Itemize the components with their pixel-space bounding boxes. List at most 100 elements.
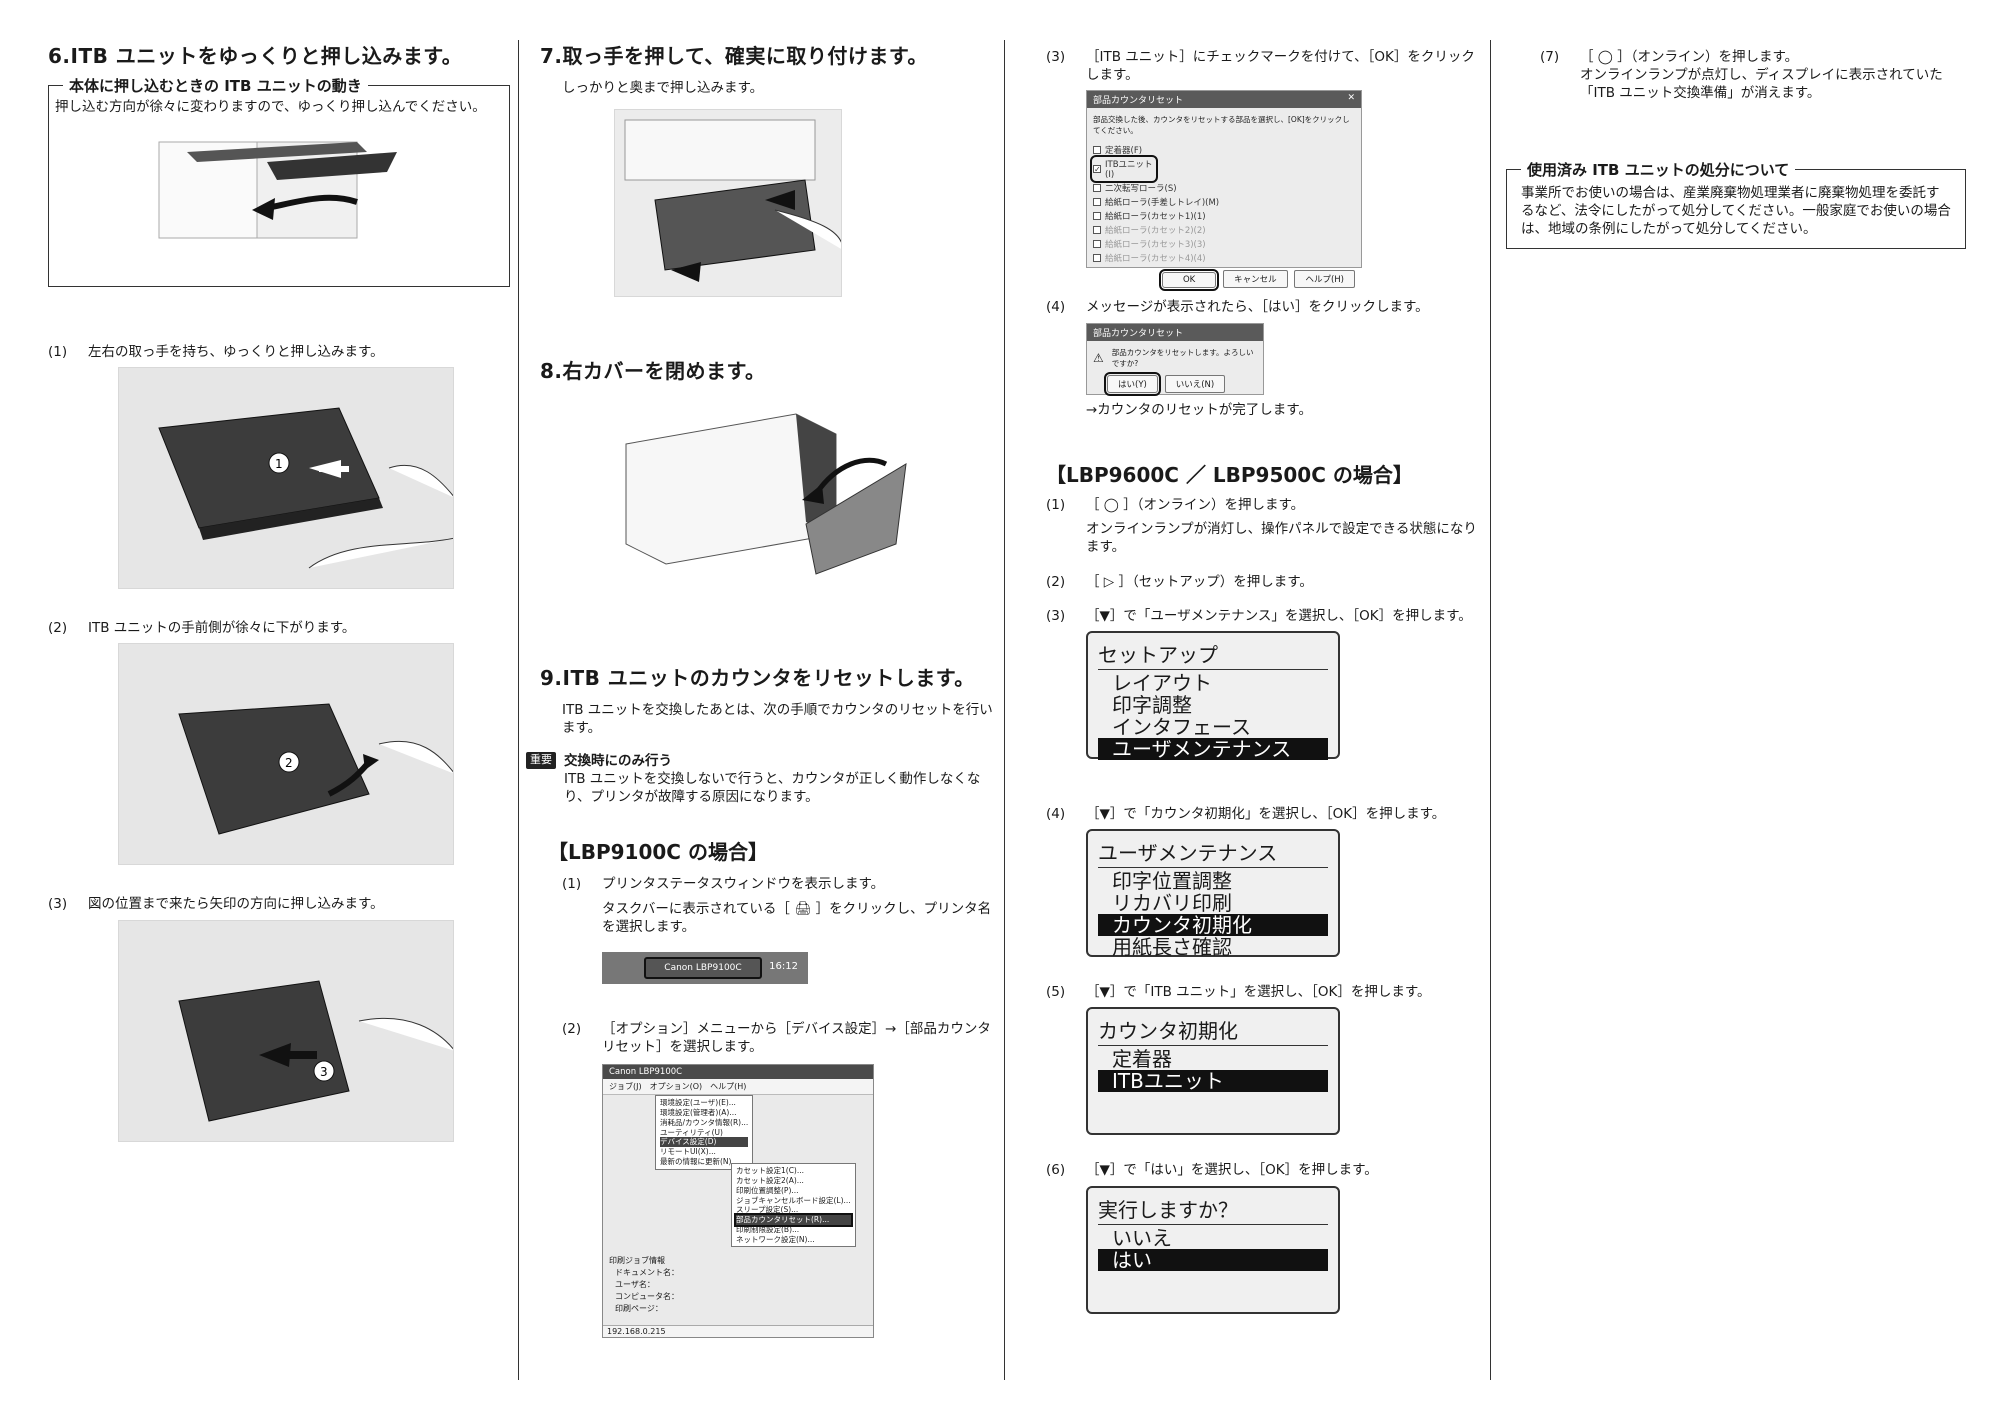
column-3: (3)［ITB ユニット］にチェックマークを付けて、［OK］をクリックします。 …	[1046, 40, 1486, 1380]
step6-2: (2)ITB ユニットの手前側が徐々に下がります。	[48, 620, 356, 637]
checkbox-feed-roller-1[interactable]: 給紙ローラ(カセット1)(1)	[1093, 210, 1355, 222]
disposal-box-title: 使用済み ITB ユニットの処分について	[1521, 158, 1796, 180]
lbp9600-step6: (6)［▼］で「はい」を選択し、［OK］を押します。	[1046, 1162, 1378, 1179]
submenu-item[interactable]: 印刷制限設定(B)...	[736, 1224, 800, 1234]
counter-reset-dialog-text: 部品交換した後、カウンタをリセットする部品を選択し、[OK]をクリックしてくださ…	[1093, 115, 1350, 136]
lbp9600-step1-sub: オンラインランプが消灯し、操作パネルで設定できる状態になります。	[1086, 521, 1477, 556]
lbp9600-heading: 【LBP9600C ／ LBP9500C の場合】	[1046, 462, 1413, 487]
printer-window-statusbar: 192.168.0.215	[603, 1325, 873, 1338]
menu-item[interactable]: 環境設定(管理者)(A)...	[660, 1108, 737, 1118]
lbp9100-heading: 【LBP9100C の場合】	[548, 840, 768, 865]
column-2: 7.取っ手を押して、確実に取り付けます。 しっかりと奥まで押し込みます。 8.右…	[526, 40, 1002, 1380]
lcd-selected-item: カウンタ初期化	[1098, 914, 1328, 937]
checkbox-itb-unit[interactable]: ✓ITBユニット(I)	[1090, 155, 1158, 184]
lbp9100-step1: (1)プリンタステータスウィンドウを表示します。	[562, 876, 885, 893]
help-button[interactable]: ヘルプ(H)	[1294, 270, 1355, 289]
lbp9100-step4-result: →カウンタのリセットが完了します。	[1086, 401, 1312, 418]
step9-heading: 9.ITB ユニットのカウンタをリセットします。	[540, 666, 975, 691]
ok-button[interactable]: OK	[1158, 269, 1220, 292]
close-icon[interactable]: ✕	[1347, 93, 1355, 104]
step6-1: (1)左右の取っ手を持ち、ゆっくりと押し込みます。	[48, 344, 384, 360]
menu-item[interactable]: 消耗品/カウンタ情報(R)...	[660, 1117, 749, 1127]
callout-1: 1	[275, 457, 283, 471]
step7-text: しっかりと奥まで押し込みます。	[562, 80, 764, 96]
checkbox-feed-roller-3: 給紙ローラ(カセット3)(3)	[1093, 238, 1355, 250]
printer-window-title: Canon LBP9100C	[603, 1065, 873, 1080]
submenu-item[interactable]: ジョブキャンセルボード設定(L)...	[736, 1195, 851, 1205]
column-divider-1	[518, 40, 519, 1380]
menu-item-device-settings[interactable]: デバイス設定(D)	[660, 1137, 749, 1148]
lbp9600-step1: (1)［ ◯ ］（オンライン）を押します。	[1046, 496, 1305, 513]
lcd-setup-menu: セットアップ レイアウト 印字調整 インタフェース ユーザメンテナンス	[1086, 630, 1340, 760]
checkbox-feed-roller-manual[interactable]: 給紙ローラ(手差しトレイ)(M)	[1093, 196, 1355, 208]
options-menu[interactable]: 環境設定(ユーザ)(E)... 環境設定(管理者)(A)... 消耗品/カウンタ…	[655, 1095, 754, 1170]
menu-item[interactable]: 環境設定(ユーザ)(E)...	[660, 1098, 736, 1108]
lbp9100-step1-sub: タスクバーに表示されている［ 🖨 ］をクリックし、プリンタ名を選択します。	[602, 900, 992, 935]
taskbar-clock: 16:12	[769, 960, 798, 972]
itb-motion-box-title: 本体に押し込むときの ITB ユニットの動き	[63, 75, 368, 96]
checkbox-feed-roller-2: 給紙ローラ(カセット2)(2)	[1093, 224, 1355, 236]
printer-window-menubar[interactable]: ジョブ(J) オプション(O) ヘルプ(H)	[603, 1079, 873, 1096]
lbp9600-step4: (4)［▼］で「カウンタ初期化」を選択し、［OK］を押します。	[1046, 805, 1446, 822]
cancel-button[interactable]: キャンセル	[1223, 270, 1288, 289]
important-text: ITB ユニットを交換しないで行うと、カウンタが正しく動作しなくなり、プリンタが…	[564, 770, 981, 806]
yes-button[interactable]: はい(Y)	[1104, 371, 1161, 396]
lbp9600-step5: (5)［▼］で「ITB ユニット」を選択し、［OK］を押します。	[1046, 984, 1431, 1001]
step7-illustration	[614, 109, 842, 298]
step6-3-illustration: 3	[118, 919, 454, 1142]
column-divider-2	[1004, 40, 1005, 1380]
step8-illustration	[616, 404, 916, 581]
disposal-box-text: 事業所でお使いの場合は、産業廃棄物処理業者に廃棄物処理を委託するなど、法令にした…	[1521, 184, 1951, 238]
lbp9600-step7-sub: オンラインランプが点灯し、ディスプレイに表示されていた「ITB ユニット交換準備…	[1580, 67, 1943, 102]
lcd-counter-init-menu: カウンタ初期化 定着器 ITBユニット	[1086, 1007, 1340, 1136]
disposal-box: 使用済み ITB ユニットの処分について 事業所でお使いの場合は、産業廃棄物処理…	[1506, 158, 1966, 250]
lcd-selected-item: はい	[1098, 1248, 1328, 1271]
column-1: 6.ITB ユニットをゆっくりと押し込みます。 本体に押し込むときの ITB ユ…	[48, 40, 510, 1380]
important-note: 重要 交換時にのみ行う ITB ユニットを交換しないで行うと、カウンタが正しく動…	[526, 751, 1002, 807]
confirm-dialog-title: 部品カウンタリセット	[1087, 323, 1263, 341]
submenu-item-counter-reset[interactable]: 部品カウンタリセット(R)...	[734, 1213, 853, 1227]
checkbox-fuser[interactable]: 定着器(F)	[1093, 144, 1355, 156]
lbp9100-step2: (2)［オプション］メニューから［デバイス設定］→［部品カウンタリセット］を選択…	[562, 1020, 991, 1056]
itb-motion-box: 本体に押し込むときの ITB ユニットの動き 押し込む方向が徐々に変わりますので…	[48, 75, 510, 287]
printer-status-window: Canon LBP9100C ジョブ(J) オプション(O) ヘルプ(H) 環境…	[602, 1064, 874, 1339]
checkbox-feed-roller-4: 給紙ローラ(カセット4)(4)	[1093, 252, 1355, 264]
submenu-item[interactable]: カセット設定2(A)...	[736, 1176, 804, 1186]
column-divider-3	[1490, 40, 1491, 1380]
checkbox-secondary-roller[interactable]: 二次転写ローラ(S)	[1093, 182, 1355, 194]
callout-3: 3	[320, 1065, 328, 1079]
step6-1-illustration: 1	[118, 367, 454, 590]
confirm-dialog: 部品カウンタリセット ⚠ 部品カウンタをリセットします。よろしいですか? はい(…	[1086, 322, 1264, 396]
counter-reset-dialog: 部品カウンタリセット✕ 部品交換した後、カウンタをリセットする部品を選択し、[O…	[1086, 90, 1362, 292]
lcd-user-maintenance-menu: ユーザメンテナンス 印字位置調整 リカバリ印刷 カウンタ初期化 用紙長さ確認	[1086, 829, 1340, 958]
step6-2-illustration: 2	[118, 643, 454, 866]
step9-text: ITB ユニットを交換したあとは、次の手順でカウンタのリセットを行います。	[562, 702, 993, 737]
menu-item[interactable]: ユーティリティ(U)	[660, 1127, 723, 1137]
submenu-item[interactable]: カセット設定1(C)...	[736, 1166, 805, 1176]
device-settings-submenu[interactable]: カセット設定1(C)... カセット設定2(A)... 印刷位置調整(P)...…	[731, 1163, 856, 1248]
confirm-dialog-text: 部品カウンタをリセットします。よろしいですか?	[1111, 347, 1254, 368]
menu-item[interactable]: 最新の情報に更新(N)	[660, 1156, 732, 1166]
itb-motion-box-text: 押し込む方向が徐々に変わりますので、ゆっくり押し込んでください。	[55, 99, 486, 115]
taskbar-printer-button[interactable]: Canon LBP9100C	[644, 956, 762, 979]
important-badge: 重要	[526, 751, 556, 769]
lcd-selected-item: ユーザメンテナンス	[1098, 737, 1328, 760]
lbp9100-step3: (3)［ITB ユニット］にチェックマークを付けて、［OK］をクリックします。	[1046, 49, 1475, 84]
no-button[interactable]: いいえ(N)	[1164, 374, 1226, 393]
callout-2: 2	[285, 756, 293, 770]
taskbar: Canon LBP9100C 16:12	[602, 951, 808, 984]
submenu-item[interactable]: ネットワーク設定(N)...	[736, 1234, 815, 1244]
lbp9100-step4: (4)メッセージが表示されたら、［はい］をクリックします。	[1046, 299, 1429, 316]
lcd-confirm-menu: 実行しますか？ いいえ はい	[1086, 1185, 1340, 1314]
lbp9600-step2: (2)［ ▷ ］（セットアップ）を押します。	[1046, 573, 1313, 590]
lbp9600-step7: (7)［ ◯ ］（オンライン）を押します。	[1540, 49, 1799, 65]
step6-3: (3)図の位置まで来たら矢印の方向に押し込みます。	[48, 896, 384, 913]
menu-item[interactable]: リモートUI(X)...	[660, 1147, 716, 1157]
submenu-item[interactable]: スリープ設定(S)...	[736, 1205, 799, 1215]
submenu-item[interactable]: 印刷位置調整(P)...	[736, 1185, 799, 1195]
step6-heading: 6.ITB ユニットをゆっくりと押し込みます。	[48, 44, 463, 68]
important-title: 交換時にのみ行う	[564, 752, 672, 769]
counter-reset-dialog-title: 部品カウンタリセット✕	[1087, 91, 1361, 109]
printer-window-job-info: 印刷ジョブ情報 ドキュメント名： ユーザ名： コンピュータ名： 印刷ページ：	[609, 1256, 679, 1314]
warning-icon: ⚠	[1093, 350, 1104, 365]
